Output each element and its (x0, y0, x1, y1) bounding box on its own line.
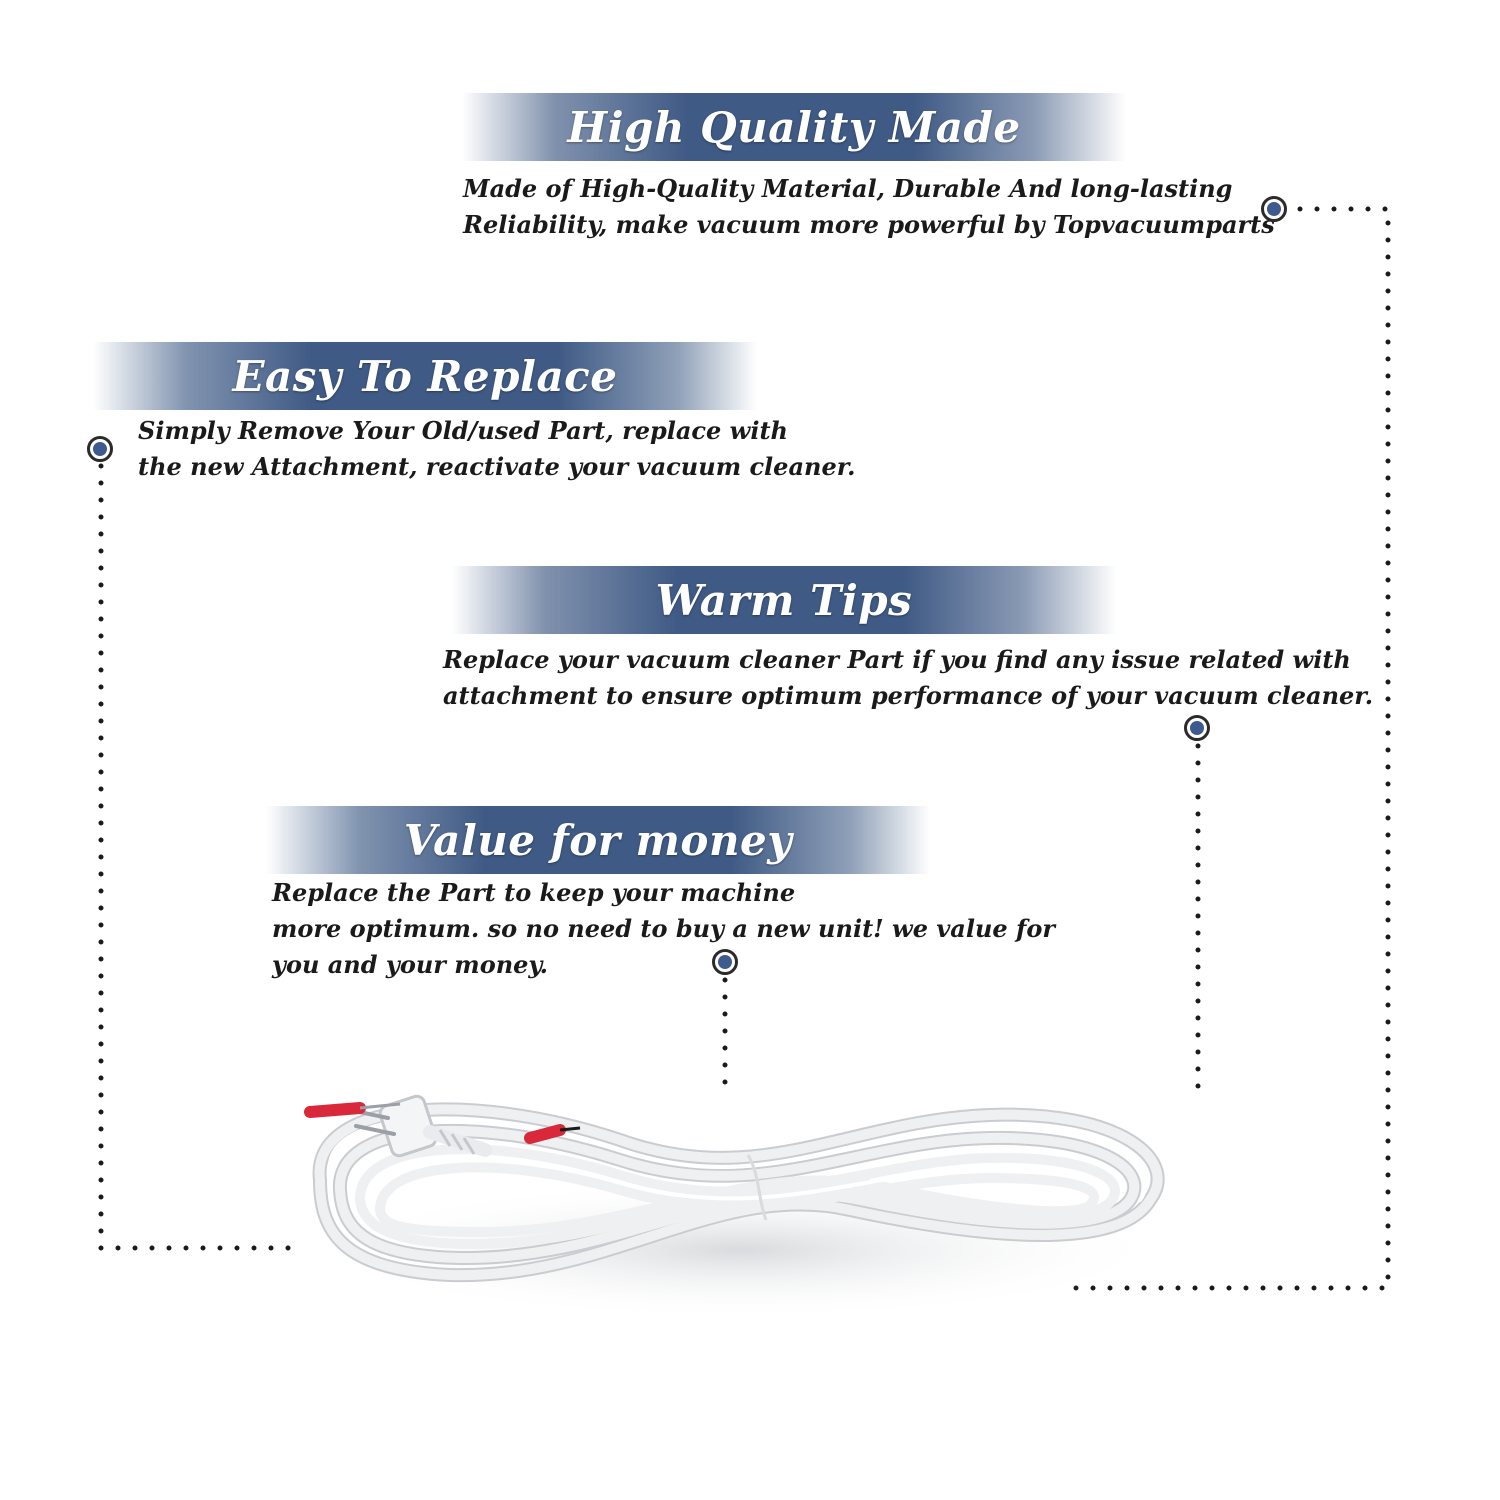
description-line: Replace your vacuum cleaner Part if you … (443, 645, 1351, 674)
description-line: you and your money. (272, 950, 548, 979)
red-terminal-icon (304, 1102, 581, 1144)
banner-value-for-money: Value for money (266, 806, 930, 874)
bullet-marker-icon (1184, 715, 1210, 741)
banner-warm-tips: Warm Tips (452, 566, 1116, 634)
banner-title: High Quality Made (567, 102, 1021, 152)
description-line: Replace the Part to keep your machine (272, 878, 796, 907)
description-value: Replace the Part to keep your machine mo… (272, 875, 1055, 983)
banner-easy-to-replace: Easy To Replace (93, 342, 757, 410)
description-line: Made of High-Quality Material, Durable A… (463, 174, 1233, 203)
description-line: Reliability, make vacuum more powerful b… (463, 210, 1275, 239)
description-line: Simply Remove Your Old/used Part, replac… (138, 416, 788, 445)
bullet-marker-icon (87, 436, 113, 462)
connector-high-quality (1067, 206, 1391, 1291)
power-cord-image (304, 1094, 1170, 1320)
description-line: attachment to ensure optimum performance… (443, 681, 1374, 710)
bullet-marker-icon (1261, 196, 1287, 222)
connector-easy-replace (98, 463, 301, 1251)
banner-title: Value for money (403, 815, 793, 865)
description-line: more optimum. so no need to buy a new un… (272, 914, 1055, 943)
bullet-marker-icon (712, 949, 738, 975)
description-high-quality: Made of High-Quality Material, Durable A… (463, 171, 1275, 243)
description-easy-replace: Simply Remove Your Old/used Part, replac… (138, 413, 856, 485)
banner-title: Warm Tips (655, 575, 913, 625)
plug-icon (348, 1094, 492, 1158)
banner-title: Easy To Replace (232, 351, 618, 401)
description-line: the new Attachment, reactivate your vacu… (138, 452, 856, 481)
description-warm-tips: Replace your vacuum cleaner Part if you … (443, 642, 1373, 714)
banner-high-quality-made: High Quality Made (462, 93, 1126, 161)
